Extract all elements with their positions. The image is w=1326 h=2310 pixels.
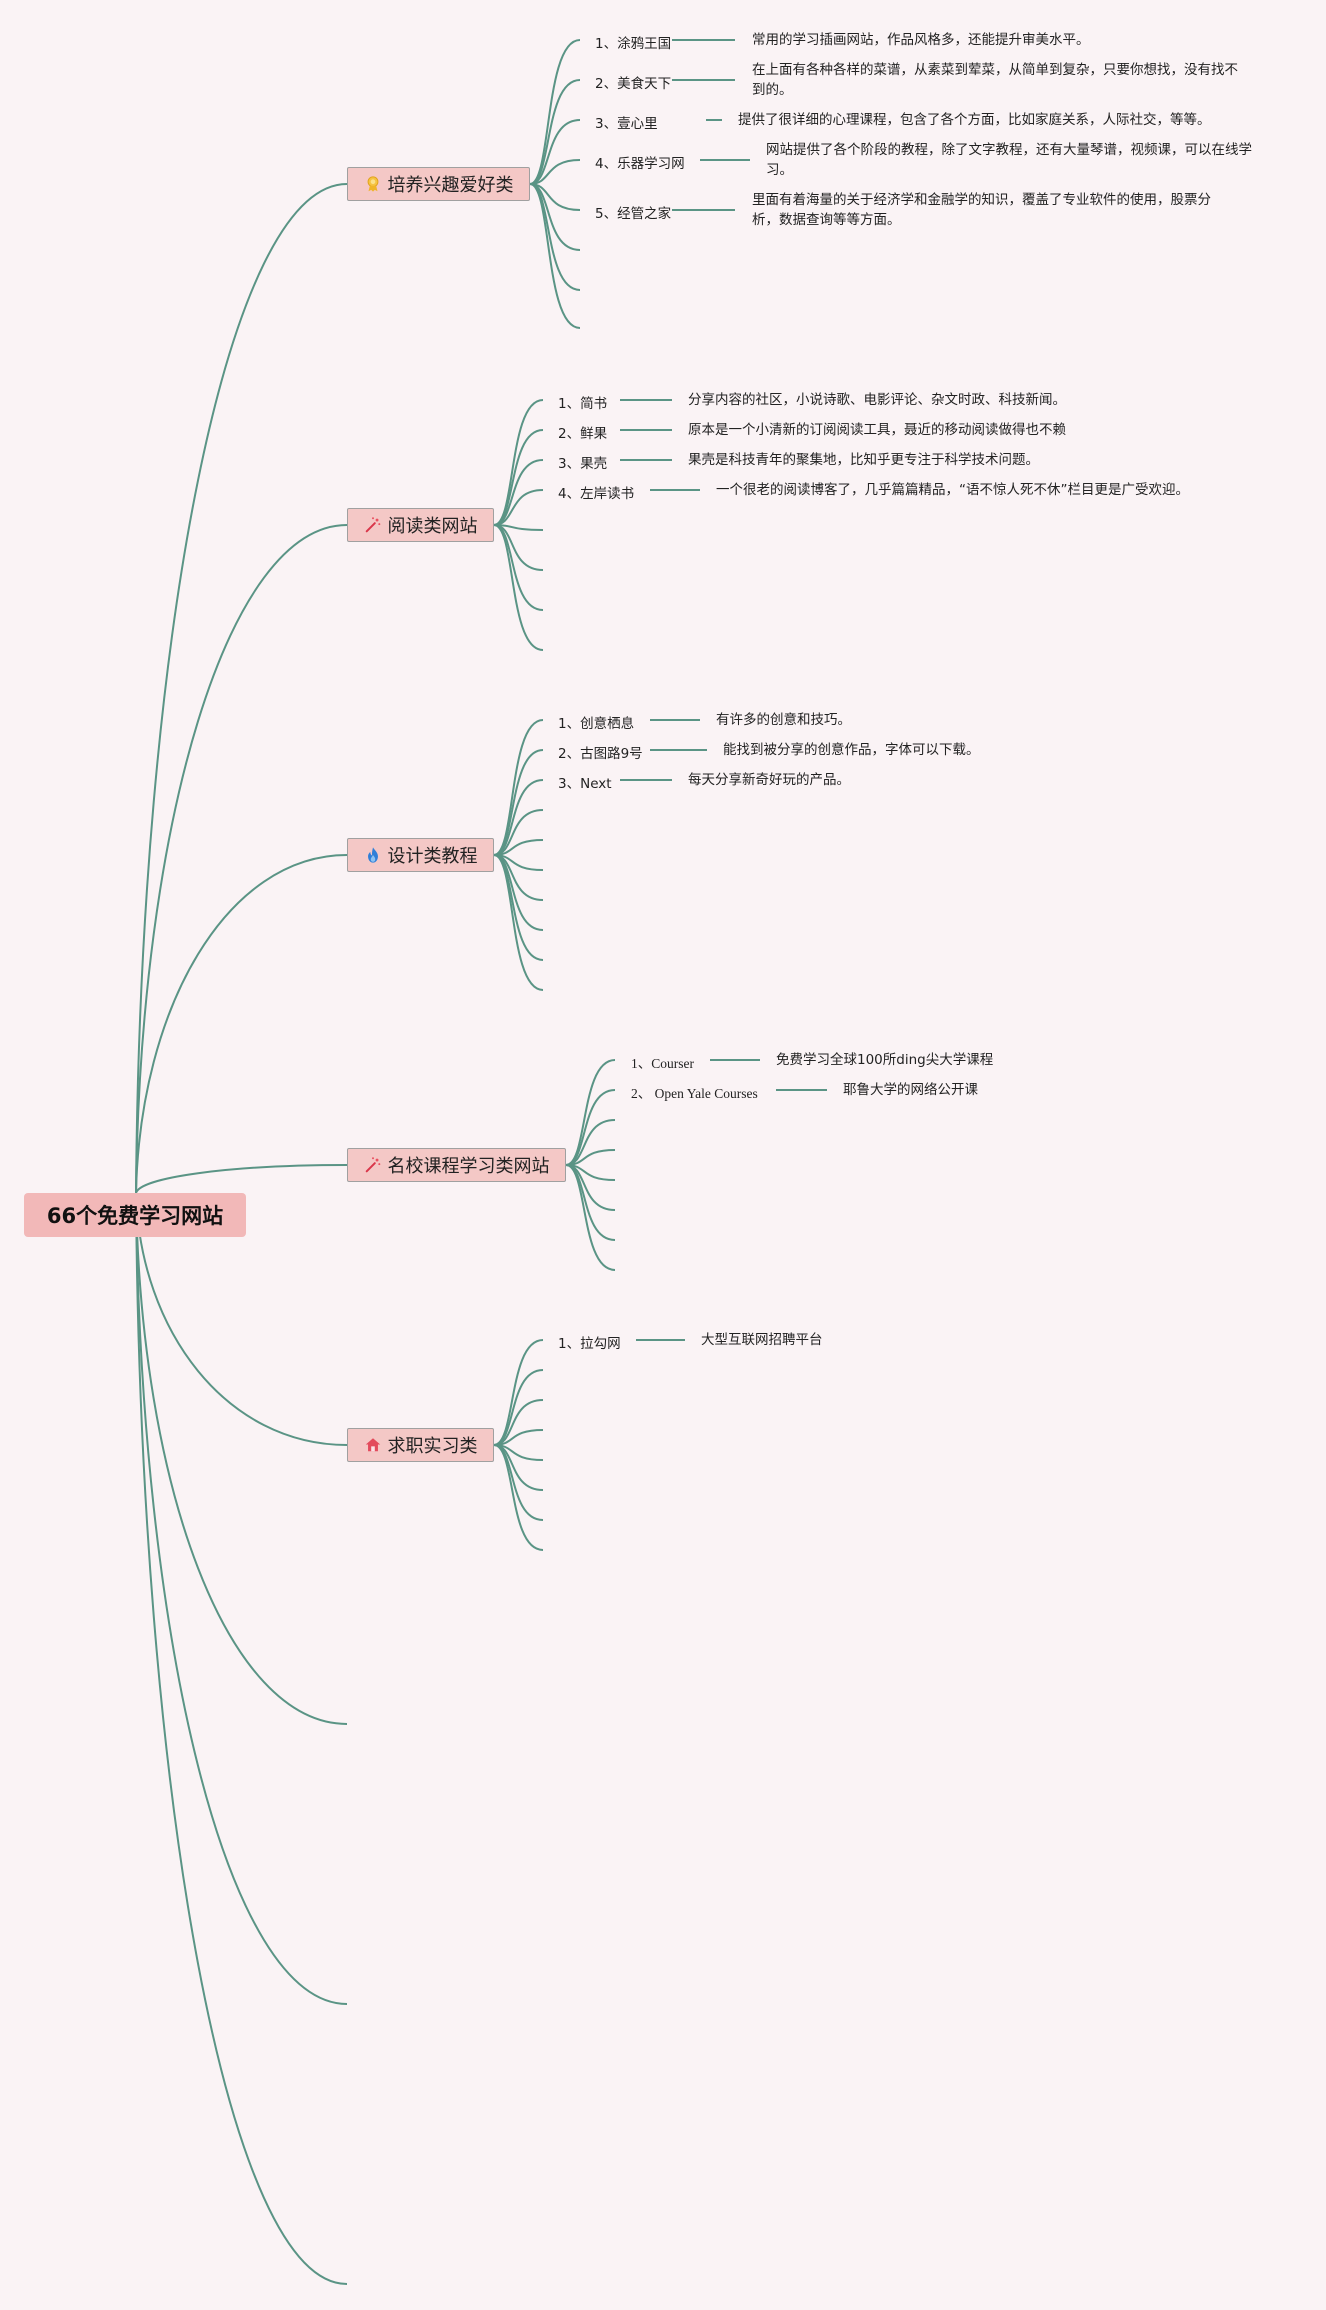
- item-name[interactable]: 2、古图路9号: [558, 746, 643, 762]
- root-branch-connector: [135, 1164, 348, 1194]
- category-label: 名校课程学习类网站: [387, 1156, 550, 1177]
- item-description: 耶鲁大学的网络公开课: [843, 1082, 978, 1098]
- item-name[interactable]: 2、美食天下: [595, 76, 672, 92]
- root-branch-connector: [135, 1192, 348, 2005]
- item-name[interactable]: 4、乐器学习网: [595, 156, 685, 172]
- magic-wand-icon: [365, 1157, 380, 1173]
- category-branch-connector: [493, 399, 544, 526]
- item-description: 能找到被分享的创意作品，字体可以下载。: [723, 742, 980, 758]
- item-description: 提供了很详细的心理课程，包含了各个方面，比如家庭关系，人际社交，等等。: [738, 112, 1211, 128]
- item-description: 每天分享新奇好玩的产品。: [688, 772, 850, 788]
- item-description: 大型互联网招聘平台: [701, 1332, 823, 1348]
- category-branch-connector: [493, 1444, 544, 1551]
- category-branch-connector: [529, 183, 581, 329]
- flame-icon: [367, 847, 378, 863]
- item-name[interactable]: 5、经管之家: [595, 206, 672, 222]
- item-description: 原本是一个小清新的订阅阅读工具，聂近的移动阅读做得也不赖: [688, 422, 1066, 438]
- item-name[interactable]: 3、壹心里: [595, 116, 658, 132]
- ribbon-icon: [367, 176, 378, 192]
- item-description: 一个很老的阅读博客了，几乎篇篇精品，“语不惊人死不休”栏目更是广受欢迎。: [716, 482, 1189, 498]
- category-branch-connector: [529, 79, 581, 185]
- category-branch-connector: [493, 749, 544, 856]
- category-branch-connector: [529, 119, 581, 185]
- category-label: 设计类教程: [387, 846, 478, 867]
- item-name[interactable]: 3、果壳: [558, 456, 608, 472]
- category-branch-connector: [493, 1399, 544, 1446]
- item-name[interactable]: 1、Courser: [631, 1056, 694, 1071]
- item-description: 果壳是科技青年的聚集地，比知乎更专注于科学技术问题。: [688, 452, 1039, 468]
- category-label: 求职实习类: [387, 1436, 478, 1457]
- category-node-jobs[interactable]: 求职实习类: [347, 1428, 494, 1462]
- item-name[interactable]: 2、鲜果: [558, 426, 608, 442]
- category-branch-connector: [493, 1369, 544, 1446]
- magic-wand-icon: [365, 517, 380, 533]
- item-name[interactable]: 1、涂鸦王国: [595, 36, 672, 52]
- category-branch-connector: [565, 1089, 616, 1166]
- category-label: 阅读类网站: [387, 516, 478, 537]
- root-node[interactable]: 66个免费学习网站: [24, 1193, 246, 1237]
- category-branch-connector: [493, 429, 544, 526]
- item-description: 常用的学习插画网站，作品风格多，还能提升审美水平。: [752, 32, 1090, 48]
- root-branch-connector: [135, 1192, 348, 1725]
- category-branch-connector: [493, 779, 544, 856]
- item-name[interactable]: 2、 Open Yale Courses: [631, 1086, 758, 1101]
- item-name[interactable]: 3、Next: [558, 776, 612, 792]
- category-branch-connector: [529, 39, 581, 185]
- category-node-design[interactable]: 设计类教程: [347, 838, 494, 872]
- category-node-reading[interactable]: 阅读类网站: [347, 508, 494, 542]
- item-description: 免费学习全球100所ding尖大学课程: [776, 1052, 994, 1068]
- root-branch-connector: [135, 1192, 348, 2285]
- category-node-hobbies[interactable]: 培养兴趣爱好类: [347, 167, 530, 201]
- house-icon: [365, 1438, 380, 1452]
- item-description: 网站提供了各个阶段的教程，除了文字教程，还有大量琴谱，视频课，可以在线学习。: [766, 142, 1252, 178]
- category-branch-connector: [565, 1119, 616, 1166]
- item-description: 有许多的创意和技巧。: [716, 712, 851, 728]
- category-branch-connector: [493, 1339, 544, 1446]
- root-branch-connector: [135, 524, 348, 1194]
- root-branch-connector: [135, 183, 348, 1194]
- category-branch-connector: [493, 809, 544, 856]
- item-name[interactable]: 1、简书: [558, 396, 608, 412]
- item-name[interactable]: 1、创意栖息: [558, 716, 635, 732]
- category-branch-connector: [529, 183, 581, 291]
- category-branch-connector: [493, 459, 544, 526]
- category-label: 培养兴趣爱好类: [387, 175, 514, 196]
- item-description: 分享内容的社区，小说诗歌、电影评论、杂文时政、科技新闻。: [688, 392, 1066, 408]
- category-branch-connector: [493, 719, 544, 856]
- item-name[interactable]: 1、拉勾网: [558, 1336, 621, 1352]
- category-branch-connector: [565, 1164, 616, 1271]
- root-branch-connector: [135, 1192, 348, 1446]
- category-branch-connector: [565, 1059, 616, 1166]
- category-branch-connector: [529, 159, 581, 185]
- category-branch-connector: [493, 854, 544, 991]
- category-branch-connector: [493, 489, 544, 526]
- category-branch-connector: [493, 524, 544, 611]
- item-name[interactable]: 4、左岸读书: [558, 486, 635, 502]
- category-node-university-courses[interactable]: 名校课程学习类网站: [347, 1148, 566, 1182]
- root-branch-connector: [135, 854, 348, 1194]
- item-description: 在上面有各种各样的菜谱，从素菜到荤菜，从简单到复杂，只要你想找，没有找不到的。: [752, 62, 1238, 98]
- item-description: 里面有着海量的关于经济学和金融学的知识，覆盖了专业软件的使用，股票分析，数据查询…: [752, 192, 1211, 228]
- category-branch-connector: [493, 524, 544, 651]
